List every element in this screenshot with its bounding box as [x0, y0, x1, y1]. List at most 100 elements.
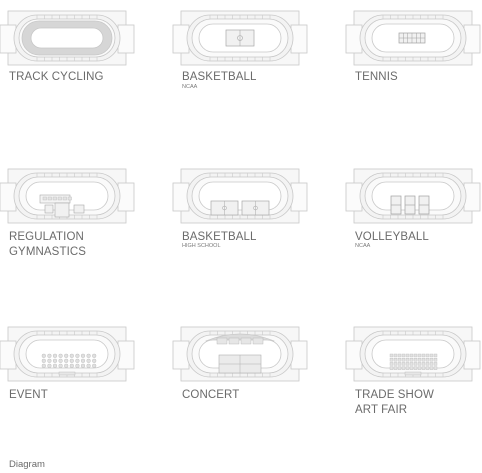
court-center-circle — [237, 35, 243, 41]
exhibit-booth — [409, 358, 414, 362]
config-label: EVENT — [9, 389, 48, 401]
exhibit-booth — [393, 353, 398, 358]
event-table — [58, 358, 63, 363]
arena-diagram-trade-show-art-fair — [345, 326, 481, 382]
event-table — [80, 363, 85, 368]
apparatus — [47, 196, 52, 201]
arena-diagram-regulation-gymnastics — [0, 168, 135, 224]
event-table — [47, 358, 52, 363]
vault-area — [44, 204, 54, 214]
apparatus — [52, 196, 57, 201]
diagram-caption: Diagram — [9, 459, 45, 470]
event-table — [86, 353, 91, 358]
right-annex — [463, 340, 481, 370]
left-annex — [0, 340, 17, 370]
event-table — [69, 358, 74, 363]
exhibit-booth — [405, 366, 410, 370]
exhibit-booth — [401, 362, 406, 366]
exhibit-booth — [389, 362, 394, 366]
config-label: BASKETBALL — [182, 231, 257, 243]
right-annex — [290, 340, 308, 370]
exhibit-booth — [393, 362, 398, 366]
config-label: CONCERT — [182, 389, 240, 401]
exhibit-booth — [409, 366, 414, 370]
event-table — [75, 363, 80, 368]
left-annex — [0, 24, 17, 54]
arena-diagram-event — [0, 326, 135, 382]
arena-diagram-track-cycling — [0, 10, 135, 66]
event-table — [69, 363, 74, 368]
event-table — [53, 363, 58, 368]
floor-exercise-mat — [54, 202, 70, 218]
exhibit-booth — [417, 353, 422, 358]
exhibit-booth — [421, 353, 426, 358]
exhibit-booth — [397, 362, 402, 366]
event-table — [92, 353, 97, 358]
exhibit-booth — [421, 358, 426, 362]
exhibit-booth — [421, 366, 426, 370]
exhibit-booth — [401, 358, 406, 362]
config-sublabel: HIGH SCHOOL — [182, 243, 221, 249]
exhibit-booth — [393, 358, 398, 362]
config-label: VOLLEYBALL — [355, 231, 429, 243]
config-label: REGULATION — [9, 231, 84, 243]
event-table — [41, 363, 46, 368]
exhibit-booth — [409, 362, 414, 366]
arena-diagram-concert — [172, 326, 308, 382]
left-annex — [172, 24, 190, 54]
event-table — [47, 363, 52, 368]
trade-show-entrance — [404, 371, 422, 376]
event-table — [92, 363, 97, 368]
left-annex — [345, 182, 363, 212]
right-annex — [463, 182, 481, 212]
right-annex — [463, 24, 481, 54]
event-table — [75, 353, 80, 358]
exhibit-booth — [413, 353, 418, 358]
exhibit-booth — [425, 362, 430, 366]
arena-drawing — [0, 168, 135, 224]
left-annex — [172, 182, 190, 212]
config-label: TRADE SHOW — [355, 389, 434, 401]
exhibit-booth — [433, 362, 438, 366]
event-stage — [58, 371, 76, 376]
exhibit-booth — [405, 353, 410, 358]
track-infield — [30, 27, 104, 49]
arena-drawing — [172, 10, 308, 66]
arena-diagram-basketball-high-school — [172, 168, 308, 224]
event-table — [47, 353, 52, 358]
exhibit-booth — [405, 362, 410, 366]
event-table — [58, 353, 63, 358]
exhibit-booth — [429, 353, 434, 358]
stage-block — [240, 337, 252, 345]
exhibit-booth — [389, 358, 394, 362]
config-label: TRACK CYCLING — [9, 71, 104, 83]
court-center-circle — [253, 205, 258, 211]
arena-diagram-basketball-ncaa — [172, 10, 308, 66]
exhibit-booth — [417, 358, 422, 362]
exhibit-booth — [401, 353, 406, 358]
exhibit-booth — [389, 366, 394, 370]
left-annex — [172, 340, 190, 370]
exhibit-booth — [425, 358, 430, 362]
config-sublabel: NCAA — [182, 84, 198, 90]
left-annex — [345, 340, 363, 370]
event-table — [58, 363, 63, 368]
right-annex — [290, 24, 308, 54]
event-table — [53, 358, 58, 363]
exhibit-booth — [393, 366, 398, 370]
right-annex — [117, 182, 135, 212]
exhibit-booth — [397, 366, 402, 370]
apparatus — [42, 196, 47, 201]
arena-diagram-volleyball-ncaa — [345, 168, 481, 224]
exhibit-booth — [413, 362, 418, 366]
event-table — [41, 358, 46, 363]
arena-drawing — [345, 168, 481, 224]
event-table — [64, 363, 69, 368]
config-label-line2: GYMNASTICS — [9, 246, 87, 258]
exhibit-booth — [413, 358, 418, 362]
event-table — [80, 358, 85, 363]
arena-diagram-tennis — [345, 10, 481, 66]
court-center-circle — [222, 205, 227, 211]
event-table — [92, 358, 97, 363]
arena-drawing — [345, 10, 481, 66]
